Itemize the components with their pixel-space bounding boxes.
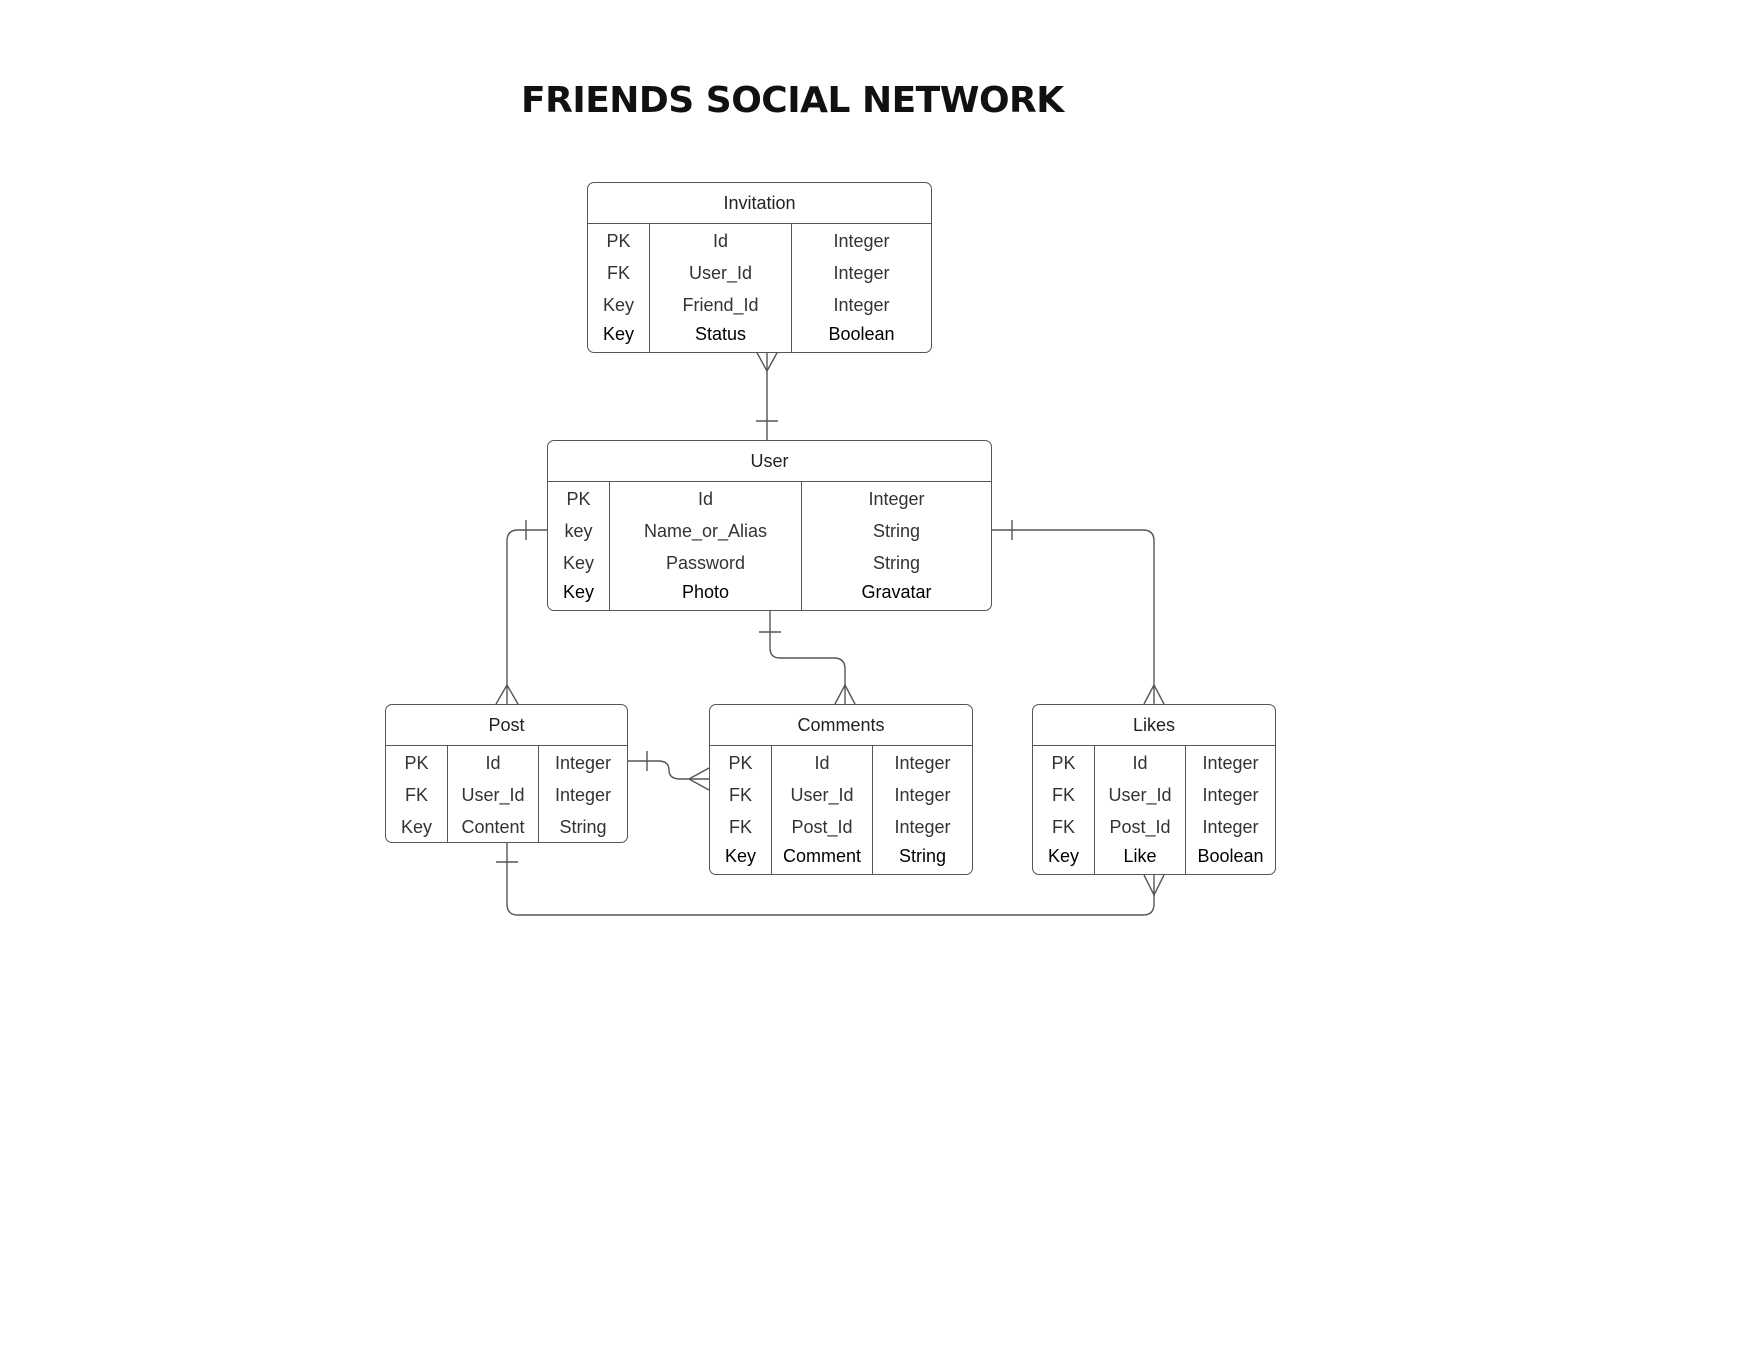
post-field-column: Id User_Id Content: [447, 745, 538, 842]
invitation-type-cell: Boolean: [828, 324, 895, 344]
relationship-post-likes: [496, 843, 1165, 916]
entity-post-title: Post: [386, 705, 627, 746]
invitation-field-cell: Status: [694, 324, 747, 344]
post-field-cell: Id: [485, 753, 501, 773]
user-key-column: PK key Key Key: [548, 481, 609, 610]
likes-field-cell: User_Id: [1108, 785, 1172, 805]
user-key-cell: Key: [562, 553, 595, 573]
comments-type-cell: Integer: [894, 817, 951, 837]
user-type-column: Integer String String Gravatar: [801, 481, 991, 610]
likes-type-cell: Integer: [1202, 785, 1259, 805]
user-field-cell: Photo: [681, 582, 730, 602]
comments-field-cell: Post_Id: [791, 817, 853, 837]
likes-key-cell: PK: [1051, 753, 1076, 773]
likes-type-cell: Integer: [1202, 753, 1259, 773]
post-key-cell: Key: [400, 817, 433, 837]
likes-key-cell: FK: [1051, 817, 1075, 837]
entity-likes: Likes PK FK FK Key Id User_Id Post_Id Li…: [1032, 704, 1276, 875]
likes-field-cell: Id: [1132, 753, 1148, 773]
comments-key-cell: PK: [728, 753, 753, 773]
user-field-cell: Password: [665, 553, 746, 573]
user-type-cell: Gravatar: [861, 582, 932, 602]
post-key-column: PK FK Key: [386, 745, 447, 842]
post-type-cell: Integer: [554, 753, 612, 773]
comments-type-cell: Integer: [894, 753, 951, 773]
post-type-column: Integer Integer String: [538, 745, 627, 842]
relationship-user-likes: [992, 520, 1165, 705]
post-type-cell: Integer: [554, 785, 612, 805]
user-field-column: Id Name_or_Alias Password Photo: [609, 481, 801, 610]
post-key-cell: FK: [404, 785, 428, 805]
invitation-field-cell: Friend_Id: [682, 295, 759, 315]
entity-invitation-title: Invitation: [588, 183, 931, 224]
user-field-cell: Id: [697, 489, 713, 509]
likes-field-cell: Post_Id: [1109, 817, 1171, 837]
relationship-user-post: [495, 520, 547, 705]
user-key-cell: key: [564, 521, 593, 541]
likes-key-cell: Key: [1047, 846, 1080, 866]
comments-field-column: Id User_Id Post_Id Comment: [771, 745, 872, 874]
post-field-cell: Content: [461, 817, 525, 837]
post-type-cell: String: [559, 817, 607, 837]
entity-user-title: User: [548, 441, 991, 482]
entity-post: Post PK FK Key Id User_Id Content Intege…: [385, 704, 628, 843]
relationship-user-invitation: [755, 350, 779, 440]
comments-key-cell: Key: [724, 846, 757, 866]
comments-field-cell: User_Id: [790, 785, 854, 805]
post-field-cell: User_Id: [461, 785, 525, 805]
relationship-post-comments: [628, 751, 710, 791]
invitation-type-cell: Integer: [833, 295, 890, 315]
comments-field-cell: Id: [814, 753, 830, 773]
invitation-key-cell: Key: [602, 324, 635, 344]
likes-type-column: Integer Integer Integer Boolean: [1185, 745, 1275, 874]
likes-type-cell: Boolean: [1197, 846, 1264, 866]
post-key-cell: PK: [404, 753, 429, 773]
user-key-cell: PK: [566, 489, 591, 509]
entity-comments-title: Comments: [710, 705, 972, 746]
likes-key-cell: FK: [1051, 785, 1075, 805]
user-field-cell: Name_or_Alias: [643, 521, 768, 541]
invitation-type-column: Integer Integer Integer Boolean: [791, 223, 931, 352]
likes-field-column: Id User_Id Post_Id Like: [1094, 745, 1185, 874]
likes-key-column: PK FK FK Key: [1033, 745, 1094, 874]
comments-field-cell: Comment: [782, 846, 862, 866]
comments-type-column: Integer Integer Integer String: [872, 745, 972, 874]
comments-type-cell: Integer: [894, 785, 951, 805]
invitation-type-cell: Integer: [833, 231, 890, 251]
comments-key-column: PK FK FK Key: [710, 745, 771, 874]
comments-type-cell: String: [898, 846, 947, 866]
user-type-cell: Integer: [868, 489, 925, 509]
invitation-key-cell: Key: [602, 295, 635, 315]
user-key-cell: Key: [562, 582, 595, 602]
invitation-key-column: PK FK Key Key: [588, 223, 649, 352]
diagram-title: FRIENDS SOCIAL NETWORK: [521, 80, 1064, 121]
relationship-user-comments: [759, 611, 856, 705]
invitation-field-cell: User_Id: [688, 263, 753, 283]
comments-key-cell: FK: [728, 785, 752, 805]
likes-type-cell: Integer: [1202, 817, 1259, 837]
likes-field-cell: Like: [1123, 846, 1157, 866]
invitation-field-cell: Id: [712, 231, 728, 251]
user-type-cell: String: [872, 553, 921, 573]
invitation-type-cell: Integer: [833, 263, 890, 283]
invitation-key-cell: FK: [606, 263, 630, 283]
user-type-cell: String: [872, 521, 921, 541]
comments-key-cell: FK: [728, 817, 752, 837]
entity-user: User PK key Key Key Id Name_or_Alias Pas…: [547, 440, 992, 611]
entity-comments: Comments PK FK FK Key Id User_Id Post_Id…: [709, 704, 973, 875]
entity-invitation: Invitation PK FK Key Key Id User_Id Frie…: [587, 182, 932, 353]
entity-likes-title: Likes: [1033, 705, 1275, 746]
invitation-key-cell: PK: [606, 231, 631, 251]
invitation-field-column: Id User_Id Friend_Id Status: [649, 223, 791, 352]
